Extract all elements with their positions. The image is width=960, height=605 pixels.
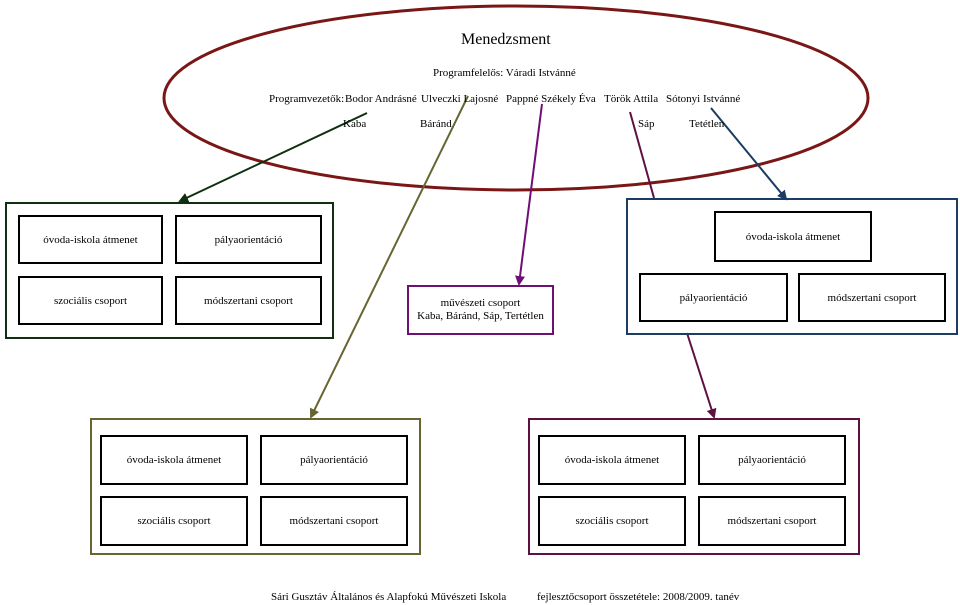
arrow-to-bottom-right-group <box>686 332 717 419</box>
managers-label: Programvezetők: <box>269 93 345 105</box>
manager-name: Bodor Andrásné <box>345 93 417 105</box>
arrow-to-top-left-group <box>178 112 368 203</box>
management-title: Menedzsment <box>461 31 551 48</box>
arrow-to-bottom-left-group <box>310 95 469 419</box>
art-group-title: művészeti csoport <box>440 297 521 309</box>
group-item: módszertani csoport <box>798 273 946 322</box>
art-group-box: művészeti csoport Kaba, Báránd, Sáp, Ter… <box>407 285 554 335</box>
manager-name: Sótonyi Istvánné <box>666 93 741 105</box>
group-bottom-left <box>90 418 421 555</box>
group-item: óvoda-iskola átmenet <box>18 215 163 264</box>
group-top-right <box>626 198 958 335</box>
group-item: szociális csoport <box>100 496 248 546</box>
location-label: Kaba <box>343 118 367 130</box>
group-item: óvoda-iskola átmenet <box>714 211 872 262</box>
group-item: szociális csoport <box>538 496 686 546</box>
group-item: módszertani csoport <box>260 496 408 546</box>
arrow-to-top-right-group <box>710 107 788 201</box>
manager-name: Török Attila <box>604 93 659 105</box>
manager-name: Pappné Székely Éva <box>506 93 596 105</box>
group-bottom-right <box>528 418 860 555</box>
group-item: óvoda-iskola átmenet <box>100 435 248 485</box>
manager-name: Ulveczki Lajosné <box>421 93 499 105</box>
footer-school: Sári Gusztáv Általános és Alapfokú Művés… <box>271 591 507 603</box>
location-label: Báránd <box>420 118 452 130</box>
location-label: Sáp <box>638 118 655 130</box>
group-item: óvoda-iskola átmenet <box>538 435 686 485</box>
group-item: módszertani csoport <box>698 496 846 546</box>
group-item: szociális csoport <box>18 276 163 325</box>
group-item: módszertani csoport <box>175 276 322 325</box>
group-top-left <box>5 202 334 339</box>
group-item: pályaorientáció <box>260 435 408 485</box>
group-item: pályaorientáció <box>639 273 788 322</box>
footer-note: fejlesztőcsoport összetétele: 2008/2009.… <box>537 591 740 603</box>
group-item: pályaorientáció <box>175 215 322 264</box>
line-to-top-right-group <box>629 111 655 199</box>
program-lead: Programfelelős: Váradi Istvánné <box>433 67 576 79</box>
location-label: Tetétlen <box>689 118 725 130</box>
group-item: pályaorientáció <box>698 435 846 485</box>
arrow-to-art-group <box>515 103 543 286</box>
management-ellipse <box>162 4 870 192</box>
art-group-locations: Kaba, Báránd, Sáp, Tertétlen <box>417 310 544 322</box>
